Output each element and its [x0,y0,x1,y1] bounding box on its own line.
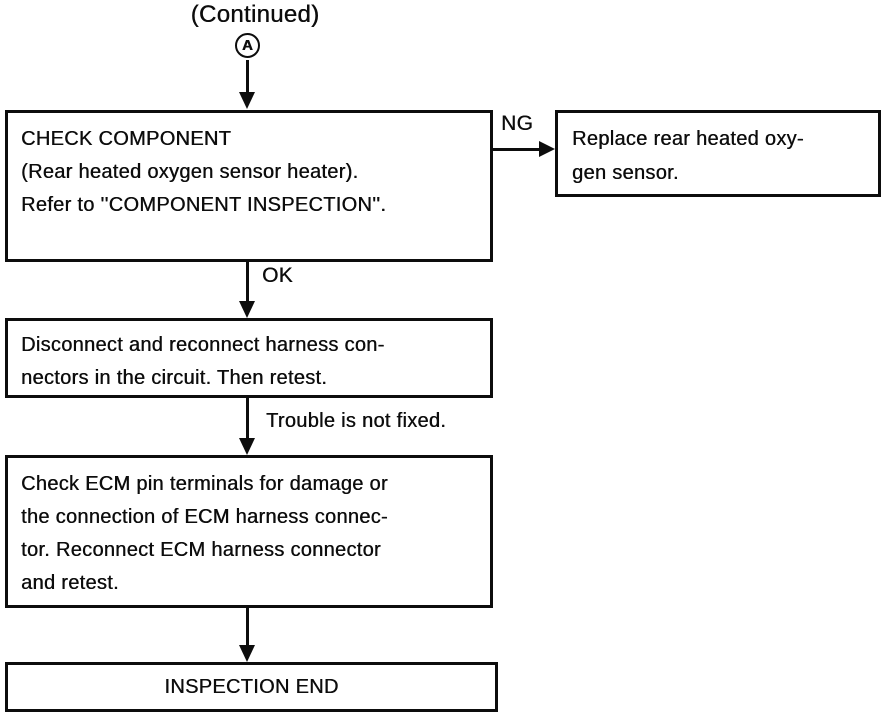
node-reconnect-harness-line2: nectors in the circuit. Then retest. [21,367,328,389]
node-inspection-end: INSPECTION END [5,662,498,712]
node-check-ecm-line2: the connection of ECM harness connec- [21,506,388,528]
node-inspection-end-line1: INSPECTION END [164,676,339,698]
connector-a-icon: A [235,33,260,58]
node-check-component-line1: CHECK COMPONENT [21,128,232,150]
node-check-component-line3: Refer to ''COMPONENT INSPECTION''. [21,194,387,216]
node-check-component: CHECK COMPONENT (Rear heated oxygen sens… [5,110,493,262]
node-reconnect-harness-line1: Disconnect and reconnect harness con- [21,334,385,356]
connector-a-label: A [241,37,254,54]
edge-trouble-head-icon [239,438,255,455]
edge-ok-line [246,262,249,303]
edge-ok-head-icon [239,301,255,318]
node-check-ecm: Check ECM pin terminals for damage or th… [5,455,493,608]
continued-label: (Continued) [190,1,320,28]
node-replace-sensor-line2: gen sensor. [572,162,679,184]
edge-trouble-line [246,398,249,439]
edge-ng-label: NG [501,112,534,135]
node-check-ecm-line4: and retest. [21,572,119,594]
node-reconnect-harness: Disconnect and reconnect harness con- ne… [5,318,493,398]
node-replace-sensor-line1: Replace rear heated oxy- [572,128,804,150]
edge-ng-head-icon [539,141,555,157]
edge-trouble-label: Trouble is not fixed. [266,410,447,432]
edge-final-head-icon [239,645,255,662]
arrow-a-to-check-head-icon [239,92,255,109]
node-replace-sensor: Replace rear heated oxy- gen sensor. [555,110,881,197]
edge-final-line [246,608,249,647]
arrow-a-to-check-line [246,60,249,93]
edge-ok-label: OK [262,264,293,287]
node-check-ecm-line3: tor. Reconnect ECM harness connector [21,539,381,561]
edge-ng-line [493,148,541,151]
node-check-component-line2: (Rear heated oxygen sensor heater). [21,161,359,183]
node-check-ecm-line1: Check ECM pin terminals for damage or [21,473,388,495]
